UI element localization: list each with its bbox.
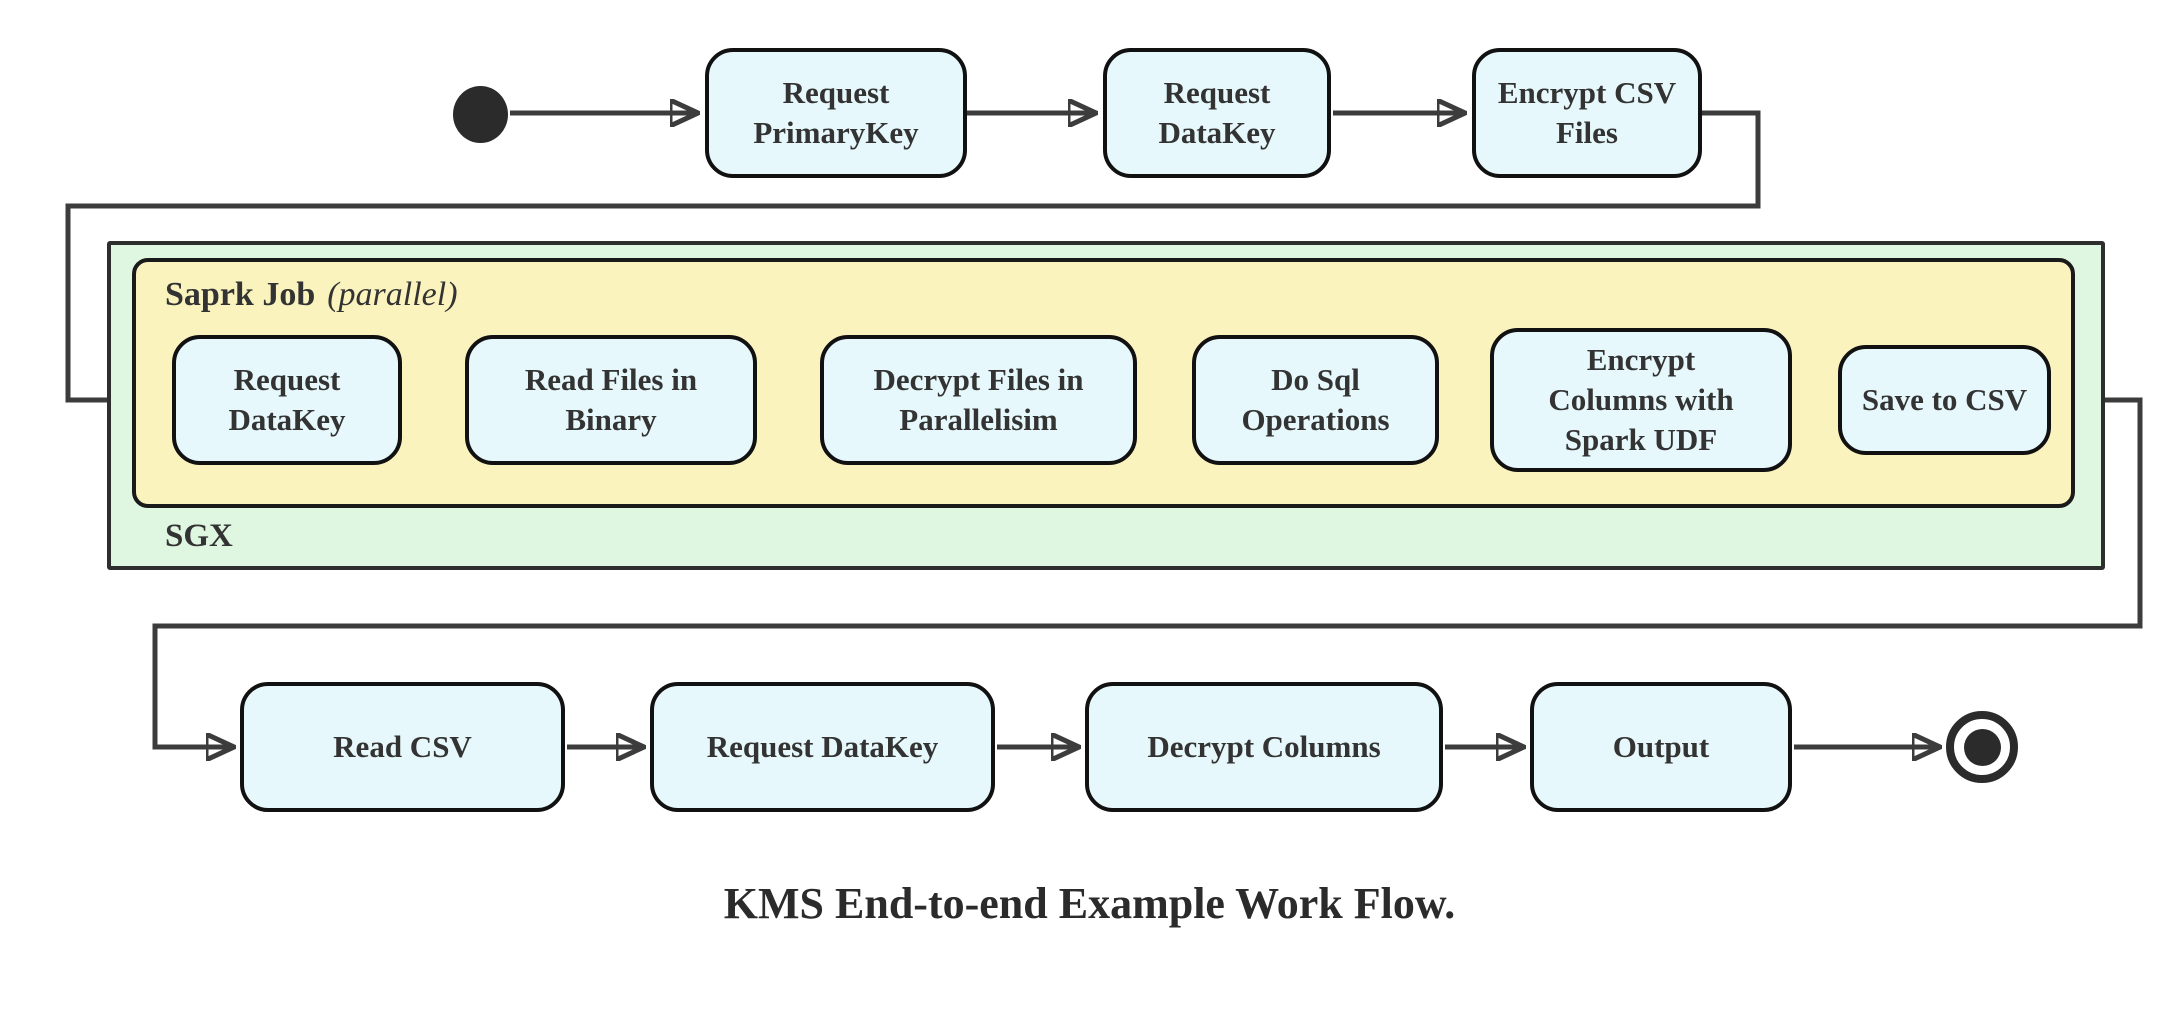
node-encrypt-columns-with-spark-udf: Encrypt Columns with Spark UDF bbox=[1490, 328, 1792, 472]
node-read-files-in-binary: Read Files in Binary bbox=[465, 335, 757, 465]
spark-job-title-text: Saprk Job bbox=[165, 276, 316, 313]
node-decrypt-files-in-parallelisim: Decrypt Files in Parallelisim bbox=[820, 335, 1137, 465]
node-encrypt-csv-files: Encrypt CSV Files bbox=[1472, 48, 1702, 178]
node-request-primarykey: Request PrimaryKey bbox=[705, 48, 967, 178]
spark-job-title: Saprk Job (parallel) bbox=[165, 276, 458, 314]
node-do-sql-operations: Do Sql Operations bbox=[1192, 335, 1439, 465]
sgx-label: SGX bbox=[165, 518, 233, 554]
node-decrypt-columns: Decrypt Columns bbox=[1085, 682, 1443, 812]
node-request-datakey-top: Request DataKey bbox=[1103, 48, 1331, 178]
diagram-caption: KMS End-to-end Example Work Flow. bbox=[723, 879, 1456, 928]
node-read-csv: Read CSV bbox=[240, 682, 565, 812]
end-state-inner-dot bbox=[1963, 728, 2001, 766]
start-state-icon bbox=[453, 86, 508, 143]
node-output: Output bbox=[1530, 682, 1792, 812]
node-save-to-csv: Save to CSV bbox=[1838, 345, 2051, 455]
spark-job-parallel-note: (parallel) bbox=[327, 276, 458, 313]
end-state-icon bbox=[1946, 711, 2018, 783]
node-request-datakey-bottom: Request DataKey bbox=[650, 682, 995, 812]
node-sgx-request-datakey: Request DataKey bbox=[172, 335, 402, 465]
